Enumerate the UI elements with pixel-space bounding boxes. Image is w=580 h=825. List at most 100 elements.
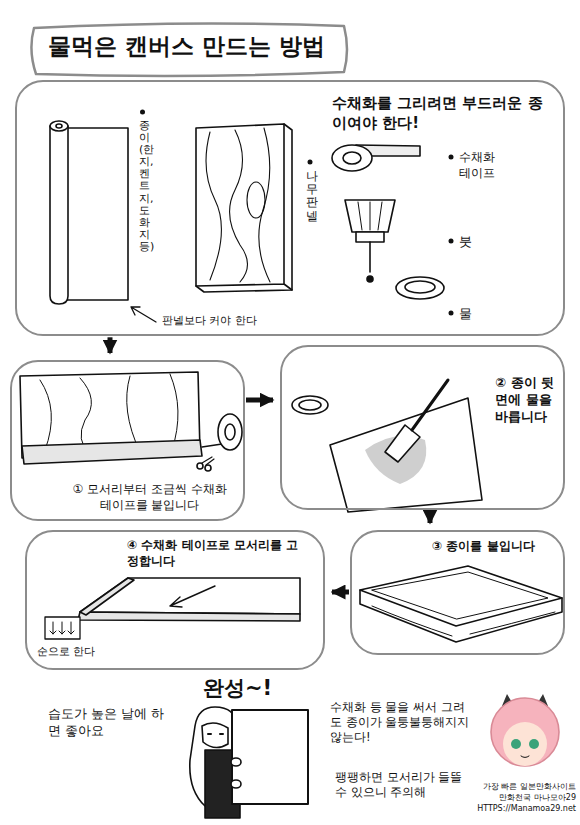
panel-taping bbox=[20, 372, 242, 471]
watermark: 만화천국 마나모아29 bbox=[470, 793, 576, 803]
tape-roll-part bbox=[332, 145, 372, 171]
brush-part bbox=[367, 276, 373, 282]
panel-taping-part bbox=[197, 463, 203, 469]
watermark-character-part bbox=[511, 739, 521, 749]
watermark-character-part bbox=[503, 722, 547, 766]
wood-panel-part bbox=[196, 124, 292, 292]
brush bbox=[345, 200, 395, 282]
step-text: ④ 수채화 테이프로 모서리를 고정합니다 bbox=[127, 538, 302, 569]
brush-part bbox=[369, 242, 371, 272]
tape-fixing bbox=[45, 578, 300, 639]
watermark: 가장 빠른 일본만화사이트 bbox=[470, 782, 576, 792]
wetting-paper bbox=[292, 380, 482, 512]
watermark-character bbox=[491, 694, 559, 766]
wetting-paper-part bbox=[412, 380, 448, 430]
water-dish bbox=[396, 277, 444, 299]
brush-part bbox=[345, 200, 395, 232]
step-panel: ④ 수채화 테이프로 모서리를 고정합니다순으로 한다 bbox=[25, 530, 325, 670]
paper-roll-part bbox=[56, 124, 62, 128]
bullet-dots bbox=[140, 110, 454, 316]
tape-fixing-part bbox=[170, 586, 215, 607]
paper-roll-part bbox=[50, 126, 68, 304]
paper-on-panel-part bbox=[360, 566, 562, 626]
brush-part bbox=[358, 202, 382, 230]
flow-arrow bbox=[246, 398, 273, 403]
step-text: 수채화 테이프 bbox=[459, 150, 509, 181]
wetting-paper-part bbox=[299, 400, 321, 410]
wood-panel-part bbox=[206, 132, 221, 280]
step-text: 판넬보다 커야 한다 bbox=[162, 314, 257, 328]
materials-panel: 수채화를 그리려면 부드러운 종이여야 한다! 종이(한지, 켄트지, 도화지 등… bbox=[15, 80, 565, 336]
step-text: 나무 판넬 bbox=[306, 170, 318, 223]
panel-taping-part bbox=[202, 444, 222, 447]
flow-arrow bbox=[428, 511, 433, 523]
bullet-dots-part bbox=[140, 110, 145, 115]
bullet-dots-part bbox=[449, 239, 454, 244]
water-dish-part bbox=[405, 281, 435, 293]
panel-taping-part bbox=[205, 465, 211, 471]
wood-panel-part bbox=[230, 130, 248, 282]
girl-with-canvas-part bbox=[208, 733, 223, 735]
paper-roll bbox=[50, 121, 128, 304]
flow-arrow bbox=[332, 590, 349, 595]
page-title: 물먹은 캔버스 만드는 방법 bbox=[48, 32, 325, 62]
step-text: 붓 bbox=[459, 234, 472, 251]
wetting-paper-part bbox=[385, 425, 420, 462]
girl-with-canvas-part bbox=[231, 780, 241, 788]
bullet-dots-part bbox=[308, 160, 313, 165]
tape-roll bbox=[332, 145, 420, 171]
step-text: 종이(한지, 켄트지, 도화지 등) bbox=[139, 120, 150, 253]
girl-with-canvas bbox=[190, 707, 308, 818]
wood-panel-part bbox=[259, 128, 270, 282]
girl-with-canvas-part bbox=[202, 723, 228, 748]
step-panel: ② 종이 뒷면에 물을 바릅니다 bbox=[280, 345, 565, 510]
wood-panel-part bbox=[196, 124, 292, 290]
tape-roll-part bbox=[343, 152, 361, 164]
step-panel: ① 모서리부터 조금씩 수채화 테이프를 붙입니다 bbox=[10, 360, 245, 521]
panel-taping-part bbox=[218, 414, 242, 450]
water-dish-part bbox=[396, 277, 444, 299]
step-text: 수채화를 그리려면 부드러운 종이여야 한다! bbox=[332, 94, 547, 133]
watermark: HTTPS://Manamoa29.net bbox=[470, 804, 576, 814]
wetting-paper-part bbox=[330, 398, 482, 512]
bullet-dots-part bbox=[449, 155, 454, 160]
watermark-character-part bbox=[491, 698, 559, 766]
size-leader bbox=[131, 307, 156, 322]
tape-fixing-part bbox=[78, 612, 300, 621]
step-text: ② 종이 뒷면에 물을 바릅니다 bbox=[495, 375, 555, 426]
flow-arrow bbox=[108, 337, 113, 353]
bullet-dots-part bbox=[449, 311, 454, 316]
completion-exclaim: 완성~! bbox=[203, 675, 272, 702]
tip-note: 습도가 높은 날에 하면 좋아요 bbox=[48, 706, 166, 740]
brush-part bbox=[356, 232, 384, 242]
paper-roll-part bbox=[62, 128, 128, 300]
step-text: 순으로 한다 bbox=[37, 645, 95, 659]
title-frame bbox=[31, 23, 347, 76]
watermark-character-part bbox=[529, 739, 539, 749]
tape-fixing-part bbox=[45, 617, 80, 639]
watermark-character-part bbox=[521, 756, 529, 758]
paper-on-panel-part bbox=[372, 572, 548, 619]
panel-taping-part bbox=[22, 440, 202, 464]
paper-roll-part bbox=[50, 121, 68, 131]
tape-fixing-part bbox=[50, 622, 74, 634]
step-text: 물 bbox=[459, 306, 472, 323]
paper-on-panel bbox=[360, 566, 562, 642]
girl-with-canvas-part bbox=[232, 710, 308, 804]
panel-taping-part bbox=[202, 457, 214, 465]
step-text: ③ 종이를 붙입니다 bbox=[432, 539, 537, 555]
tape-fixing-part bbox=[80, 578, 134, 615]
wood-panel bbox=[196, 124, 292, 292]
step-text: ① 모서리부터 조금씩 수채화 테이프를 붙입니다 bbox=[67, 482, 232, 513]
caution-note: 팽팽하면 모서리가 들뜰 수 있으니 주의해 bbox=[335, 770, 465, 800]
wetting-paper-part bbox=[292, 396, 328, 414]
girl-with-canvas-part bbox=[205, 750, 240, 818]
result-note: 수채화 등 물을 써서 그려도 종이가 울퉁불퉁해지지 않는다! bbox=[330, 700, 475, 745]
panel-taping-part bbox=[225, 424, 235, 440]
step-panel: ③ 종이를 붙입니다 bbox=[350, 530, 565, 655]
girl-with-canvas-part bbox=[231, 758, 241, 766]
tape-fixing-part bbox=[80, 578, 300, 614]
